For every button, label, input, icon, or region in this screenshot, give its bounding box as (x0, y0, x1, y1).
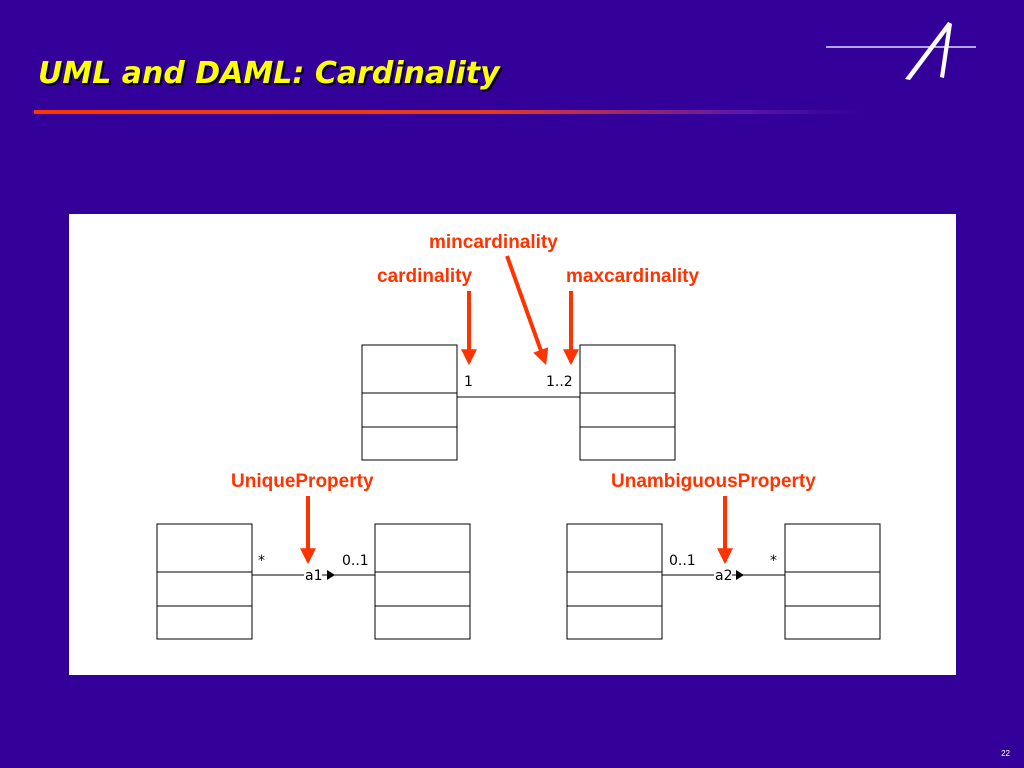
class-box-bottom-right-target (784, 523, 881, 640)
role-a1: a1 (305, 568, 323, 584)
callout-mincardinality: mincardinality (429, 232, 558, 253)
multiplicity-a1-target: 0..1 (342, 553, 369, 569)
callout-unambiguous-property: UnambiguousProperty (611, 471, 816, 492)
multiplicity-a2-source: 0..1 (669, 553, 696, 569)
class-box-bottom-right-source (566, 523, 663, 640)
callout-cardinality: cardinality (377, 266, 472, 287)
class-box-bottom-left-target (374, 523, 471, 640)
diagram-panel: 1 1..2 mincardinality cardinality maxcar… (69, 214, 956, 675)
role-a2: a2 (715, 568, 733, 584)
uml-diagram: 1 1..2 mincardinality cardinality maxcar… (156, 232, 881, 640)
navigation-arrow-a2-icon (736, 570, 744, 580)
class-box-top-left (361, 344, 458, 461)
arrow-mincardinality (505, 255, 549, 366)
title-underline (34, 110, 864, 114)
multiplicity-a2-target: * (770, 553, 777, 569)
slide-title: UML and DAML: Cardinality (38, 56, 500, 91)
star-logo-icon (826, 22, 976, 80)
page-number: 22 (1001, 749, 1010, 758)
navigation-arrow-a1-icon (327, 570, 335, 580)
multiplicity-a1-source: * (258, 553, 265, 569)
callout-maxcardinality: maxcardinality (566, 266, 699, 287)
callout-unique-property: UniqueProperty (231, 471, 374, 492)
class-box-top-right (579, 344, 676, 461)
class-box-bottom-left-source (156, 523, 253, 640)
multiplicity-top-right: 1..2 (546, 374, 573, 390)
multiplicity-top-left: 1 (464, 374, 473, 390)
